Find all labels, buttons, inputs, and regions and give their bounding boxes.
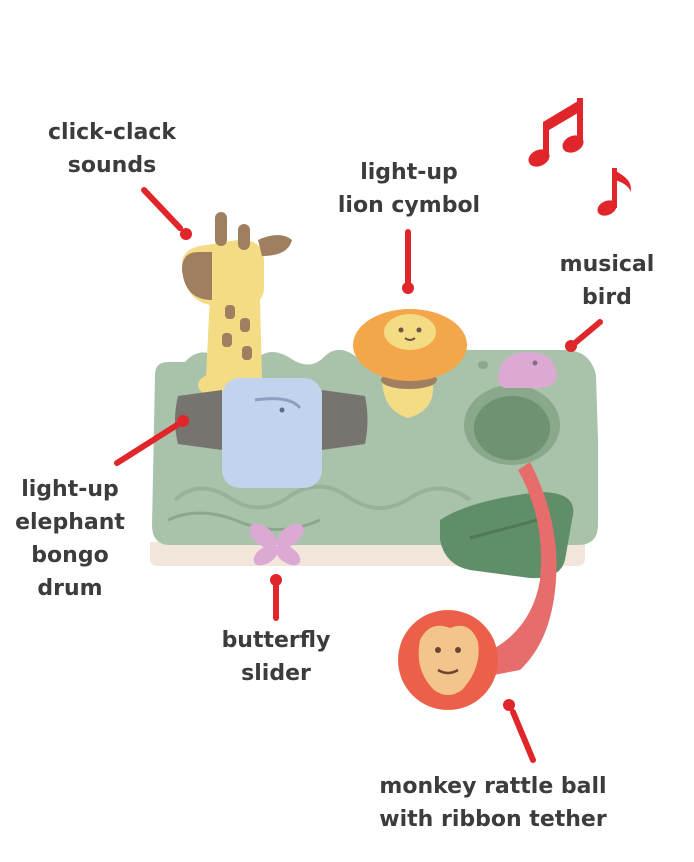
music-notes-icon (528, 98, 632, 216)
label-light-up-elephant-bongo-drum: light-up elephant bongo drum (15, 477, 125, 601)
monkey-rattle-ball (398, 610, 498, 710)
label-light-up-lion-cymbol: light-up lion cymbol (337, 160, 481, 218)
pointer-click-clack (141, 187, 183, 231)
pointer-monkey-ball (510, 709, 536, 763)
label-butterfly-slider: butterfly slider (221, 628, 331, 686)
music-note-large-icon (528, 98, 584, 167)
ribbon-tether (468, 462, 557, 680)
pointer-musical-bird (572, 319, 603, 346)
pointer-lines (114, 187, 603, 763)
label-click-clack-sounds: click-clack sounds (47, 120, 177, 178)
pointer-elephant-drum (114, 422, 180, 466)
musical-bird (478, 352, 557, 388)
lion-cymbal (353, 309, 467, 418)
pointer-dots (177, 228, 577, 711)
music-note-small-icon (597, 168, 632, 216)
elephant-drum (175, 378, 368, 488)
butterfly-slider (249, 523, 304, 566)
label-monkey-rattle-ball: monkey rattle ball with ribbon tether (379, 774, 607, 832)
label-musical-bird: musical bird (559, 252, 655, 310)
